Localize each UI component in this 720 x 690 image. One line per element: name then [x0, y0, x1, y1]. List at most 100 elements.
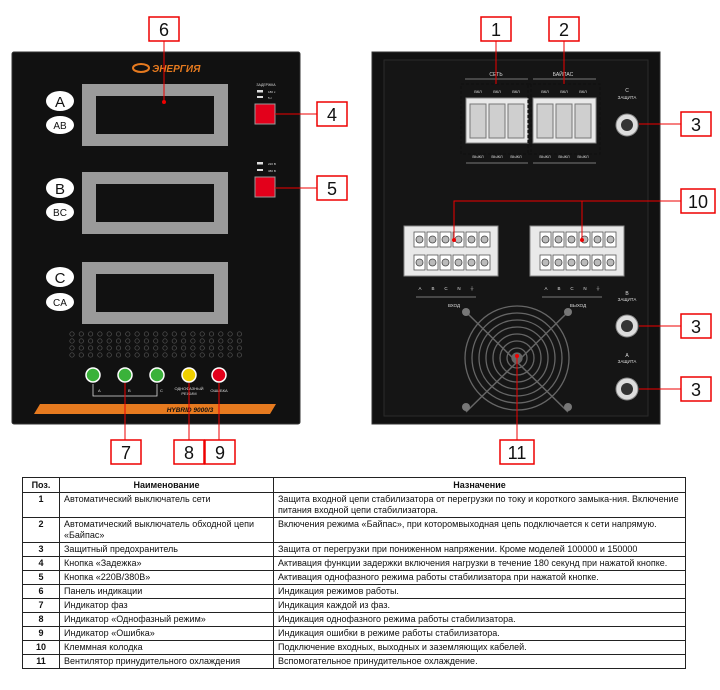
- delay-button[interactable]: [254, 103, 276, 125]
- vent-hole: [69, 331, 75, 337]
- vent-hole: [134, 352, 140, 358]
- vent-hole: [208, 331, 215, 337]
- callout-boxes: 6 4 5 7 8 9 1 2 3 10 3 3 11: [110, 16, 716, 465]
- terminal-label-in: A: [418, 286, 421, 291]
- vent-hole: [88, 331, 94, 337]
- cell-name: Индикатор «Ошибка»: [59, 626, 274, 641]
- bypass-on-b: ВКЛ: [560, 89, 568, 94]
- vent-hole: [181, 345, 187, 351]
- vent-hole: [97, 345, 103, 351]
- callout-6: 6: [148, 16, 180, 42]
- vent-hole: [106, 338, 112, 344]
- vent-hole: [97, 338, 103, 344]
- vent-hole: [208, 345, 215, 351]
- cell-pos: 6: [22, 584, 60, 599]
- phase-b-pair: BC: [53, 208, 67, 219]
- vent-hole: [88, 352, 94, 358]
- svg-text:3: 3: [691, 380, 701, 400]
- vent-hole: [106, 352, 112, 358]
- vent-hole: [125, 331, 131, 337]
- svg-text:2: 2: [559, 20, 569, 40]
- bypass-group-label: БАЙПАС: [553, 70, 574, 78]
- vent-hole: [227, 331, 233, 337]
- voltage-button[interactable]: [254, 176, 276, 198]
- vent-hole: [115, 338, 122, 344]
- vent-hole: [115, 331, 122, 337]
- vent-hole: [208, 338, 215, 344]
- brand-text: ЭНЕРГИЯ: [152, 64, 201, 75]
- fuse-b-letter: B: [625, 291, 629, 297]
- cell-purpose: Вспомогательное принудительное охлаждени…: [273, 654, 686, 669]
- vent-hole: [134, 331, 140, 337]
- vent-hole: [69, 352, 75, 358]
- phase-b-letter: B: [55, 181, 65, 198]
- bypass-off-a: ВЫКЛ: [539, 154, 551, 159]
- svg-text:7: 7: [121, 443, 131, 463]
- terminal-label-in: B: [431, 286, 434, 291]
- vent-hole: [69, 338, 75, 344]
- cell-purpose: Индикация каждой из фаз.: [273, 598, 686, 613]
- vent-hole: [69, 345, 75, 351]
- cell-name: Индикатор «Однофазный режим»: [59, 612, 274, 627]
- callout-11: 11: [499, 439, 535, 465]
- input-label: ВХОД: [448, 303, 460, 308]
- vent-holes: [69, 331, 242, 358]
- delay-option-2: 5 с: [268, 96, 273, 100]
- vent-hole: [218, 352, 224, 358]
- bypass-off-b: ВЫКЛ: [558, 154, 570, 159]
- vent-hole: [181, 338, 187, 344]
- device-figure: ЭНЕРГИЯ A AB B BC C CA ЗАДЕРЖКА: [11, 16, 716, 465]
- vent-hole: [171, 352, 177, 358]
- fuse-a: A ЗАЩИТА: [615, 353, 639, 401]
- back-panel: СЕТЬ ВКЛ ВКЛ ВКЛ ВЫКЛ ВЫКЛ ВЫКЛ БАЙПАС В…: [371, 51, 661, 425]
- cell-name: Защитный предохранитель: [59, 542, 274, 557]
- terminal-block-input: ВХОД: [403, 225, 499, 308]
- callout-10: 10: [680, 188, 716, 214]
- cell-purpose: Активация функции задержки включения наг…: [273, 556, 686, 571]
- cell-purpose: Индикация режимов работы.: [273, 584, 686, 599]
- terminal-label-out: B: [557, 286, 560, 291]
- vent-hole: [134, 338, 140, 344]
- vent-hole: [162, 352, 168, 358]
- vent-hole: [143, 331, 149, 337]
- svg-text:10: 10: [688, 192, 708, 212]
- vent-hole: [199, 331, 205, 337]
- callout-1: 1: [480, 16, 512, 42]
- cell-purpose: Индикация однофазного режима работы стаб…: [273, 612, 686, 627]
- vent-hole: [181, 331, 187, 337]
- cell-pos: 7: [22, 598, 60, 613]
- network-off-b: ВЫКЛ: [491, 154, 503, 159]
- vent-hole: [227, 338, 233, 344]
- terminal-label-out: ⏚: [596, 285, 601, 291]
- vent-hole: [153, 338, 159, 344]
- cell-name: Автоматический выключатель обходной цепи…: [59, 517, 274, 543]
- terminal-label-out: C: [570, 286, 574, 291]
- bypass-on-a: ВКЛ: [541, 89, 549, 94]
- cell-name: Кнопка «Задежка»: [59, 556, 274, 571]
- svg-text:1: 1: [491, 20, 501, 40]
- phase-led-b-label: B: [128, 388, 131, 393]
- vent-hole: [171, 331, 177, 337]
- vent-hole: [208, 352, 215, 358]
- cell-purpose: Подключение входных, выходных и заземляю…: [273, 640, 686, 655]
- svg-text:5: 5: [327, 179, 337, 199]
- svg-text:4: 4: [327, 105, 337, 125]
- voltage-option-2: 380 В: [268, 169, 276, 173]
- cell-name: Панель индикации: [59, 584, 274, 599]
- vent-hole: [171, 338, 177, 344]
- cell-pos: 8: [22, 612, 60, 627]
- header-pos: Поз.: [22, 477, 60, 493]
- phase-led-c: [149, 367, 165, 383]
- cell-purpose: Индикация ошибки в режиме работы стабили…: [273, 626, 686, 641]
- vent-hole: [143, 352, 149, 358]
- bypass-on-c: ВКЛ: [579, 89, 587, 94]
- vent-hole: [88, 338, 94, 344]
